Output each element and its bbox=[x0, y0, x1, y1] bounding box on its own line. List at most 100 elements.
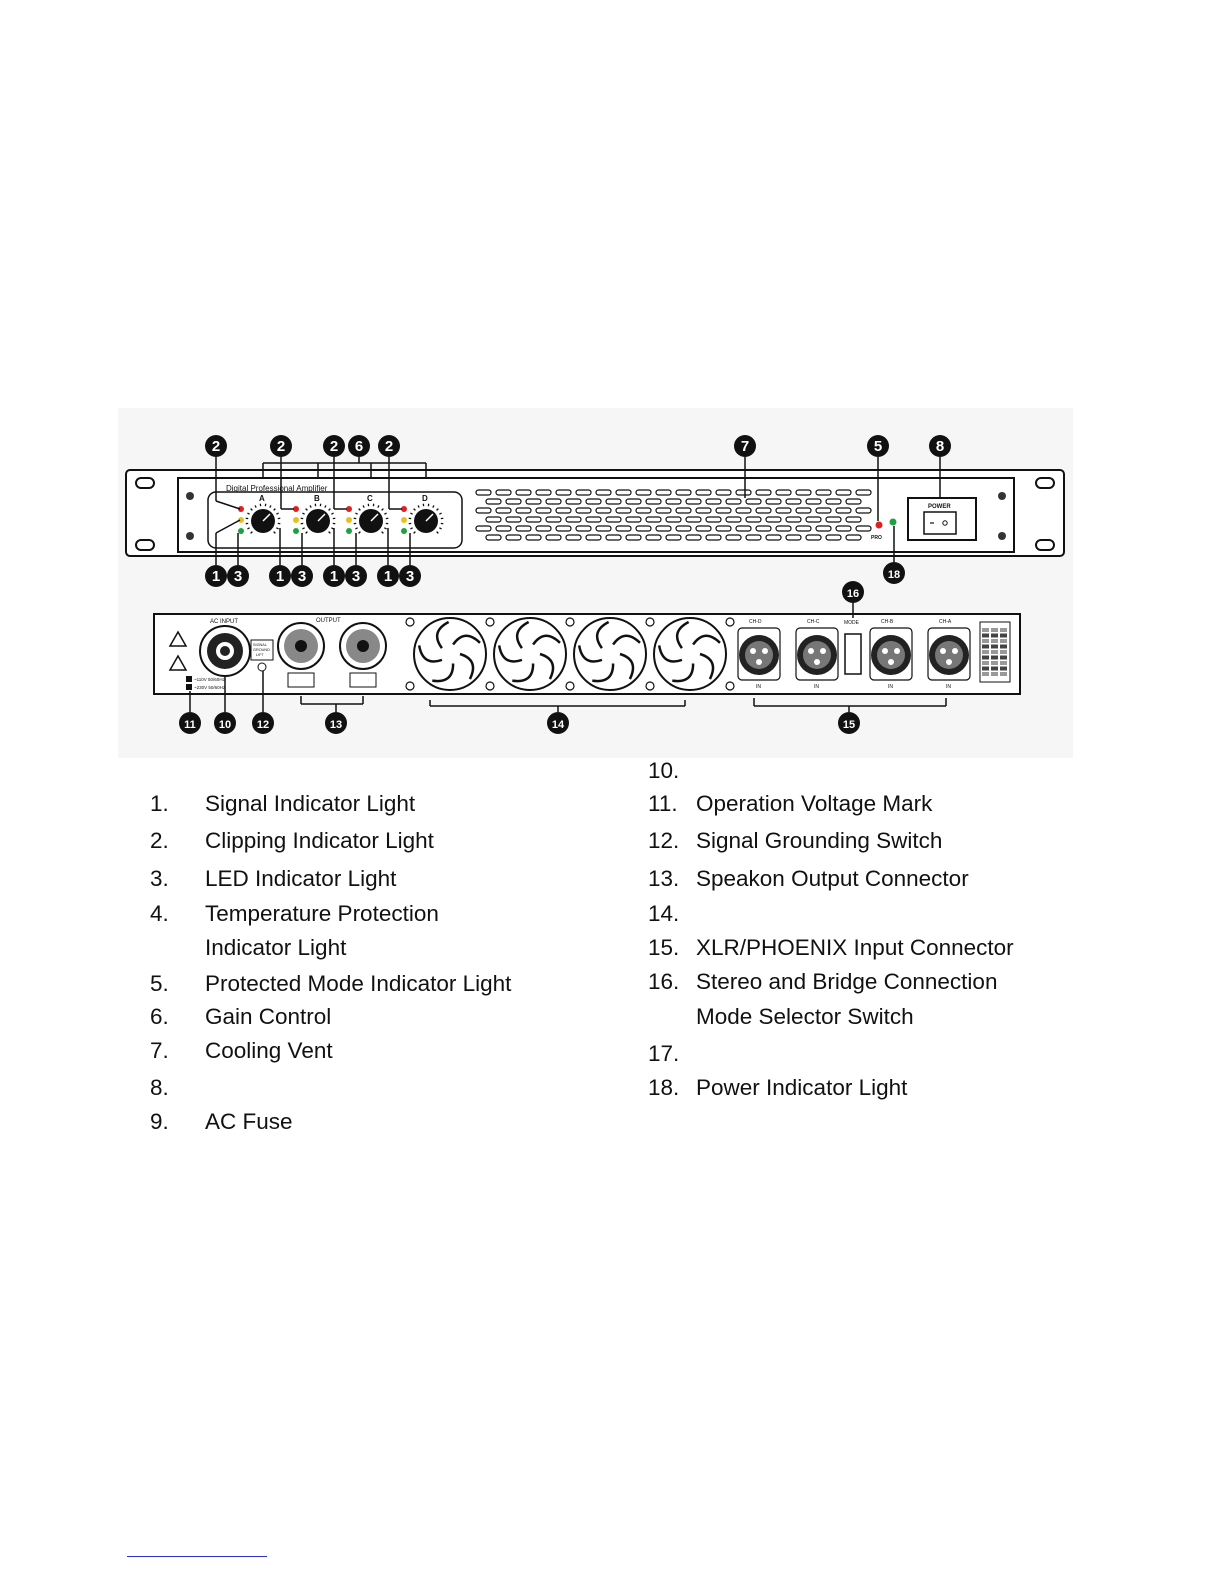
vent-slot bbox=[595, 489, 612, 496]
vent-slot bbox=[625, 498, 642, 505]
vent-slot bbox=[705, 516, 722, 523]
legend-text: Indicator Light bbox=[205, 935, 347, 960]
vent-slot bbox=[545, 516, 562, 523]
vent-slot bbox=[735, 489, 752, 496]
vent-slot bbox=[575, 489, 592, 496]
legend-number: 7. bbox=[150, 1038, 169, 1063]
callout-3: 3 bbox=[399, 565, 421, 587]
vent-slot bbox=[625, 516, 642, 523]
legend-text: Signal Indicator Light bbox=[205, 791, 416, 816]
clip-led bbox=[401, 506, 407, 512]
vent-slot bbox=[605, 534, 622, 541]
vent-slot bbox=[785, 498, 802, 505]
legend-number: 6. bbox=[150, 1004, 169, 1029]
ac-input-label: AC INPUT bbox=[210, 619, 238, 625]
vent-slot bbox=[765, 498, 782, 505]
vent-slot bbox=[845, 498, 862, 505]
vent-slot bbox=[825, 534, 842, 541]
warning-icon bbox=[168, 630, 188, 647]
svg-text:8: 8 bbox=[936, 438, 944, 455]
voltage-label-110: ~110V 50/60Hz bbox=[194, 677, 226, 682]
vent-slot bbox=[495, 489, 512, 496]
vent-slot bbox=[795, 507, 812, 514]
in-label: IN bbox=[756, 684, 761, 690]
clip-led bbox=[346, 506, 352, 512]
vent-slot bbox=[505, 516, 522, 523]
vent-slot bbox=[475, 489, 492, 496]
vent-slot bbox=[725, 516, 742, 523]
vent-slot bbox=[725, 534, 742, 541]
xlr-channel-label: CH-B bbox=[881, 619, 894, 625]
led-indicator bbox=[346, 528, 352, 534]
footer-line bbox=[127, 1556, 267, 1557]
xlr-channel-label: CH-D bbox=[749, 619, 762, 625]
svg-text:11: 11 bbox=[184, 719, 196, 731]
vent-slot bbox=[635, 489, 652, 496]
vent-slot bbox=[775, 507, 792, 514]
vent-slot bbox=[835, 525, 852, 532]
legend-text: Clipping Indicator Light bbox=[205, 828, 434, 853]
vent-slot bbox=[765, 534, 782, 541]
vent-slot bbox=[715, 489, 732, 496]
legend-left: 1. Signal Indicator Light 2. Clipping Indic… bbox=[150, 0, 610, 1585]
legend-text: Gain Control bbox=[205, 1004, 332, 1029]
vent-slot bbox=[765, 516, 782, 523]
legend-text: Protected Mode Indicator Light bbox=[205, 971, 512, 996]
svg-text:3: 3 bbox=[352, 568, 360, 585]
vent-slot bbox=[685, 516, 702, 523]
vent-slot bbox=[675, 489, 692, 496]
callout-2: 2 bbox=[323, 435, 345, 457]
legend-number: 4. bbox=[150, 901, 169, 926]
vent-slot bbox=[535, 489, 552, 496]
callout-16: 16 bbox=[842, 581, 864, 603]
vent-slot bbox=[485, 516, 502, 523]
vent-slot bbox=[545, 534, 562, 541]
callout-1: 1 bbox=[205, 565, 227, 587]
vent-slot bbox=[725, 498, 742, 505]
vent-slot bbox=[515, 525, 532, 532]
led-indicator bbox=[293, 528, 299, 534]
in-label: IN bbox=[814, 684, 819, 690]
vent-slot bbox=[715, 507, 732, 514]
mode-label: MODE bbox=[844, 620, 860, 626]
vent-slot bbox=[745, 534, 762, 541]
vent-slot bbox=[695, 525, 712, 532]
sig-ground-2: GROUND bbox=[253, 648, 270, 652]
legend-text: Temperature Protection bbox=[205, 901, 439, 926]
vent-slot bbox=[605, 498, 622, 505]
legend-number: 1. bbox=[150, 791, 169, 816]
vent-slot bbox=[475, 507, 492, 514]
legend-number: 9. bbox=[150, 1109, 169, 1134]
vent-slot bbox=[645, 516, 662, 523]
output-label: OUTPUT bbox=[316, 618, 341, 624]
callout-3: 3 bbox=[227, 565, 249, 587]
channel-label: D bbox=[422, 494, 428, 503]
vent-slot bbox=[565, 534, 582, 541]
legend-number: 14. bbox=[648, 901, 680, 926]
vent-slot bbox=[755, 489, 772, 496]
in-label: IN bbox=[888, 684, 893, 690]
vent-slot bbox=[785, 534, 802, 541]
svg-text:14: 14 bbox=[552, 719, 565, 731]
legend-number: 12. bbox=[648, 828, 680, 853]
callout-3: 3 bbox=[291, 565, 313, 587]
svg-text:1: 1 bbox=[212, 568, 220, 585]
vent-slot bbox=[775, 525, 792, 532]
callout-1: 1 bbox=[269, 565, 291, 587]
callout-1: 1 bbox=[323, 565, 345, 587]
svg-text:1: 1 bbox=[330, 568, 338, 585]
svg-text:1: 1 bbox=[384, 568, 392, 585]
legend-number: 10. bbox=[648, 758, 680, 783]
svg-text:18: 18 bbox=[888, 569, 900, 581]
legend-number: 13. bbox=[648, 866, 680, 891]
vent-slot bbox=[555, 489, 572, 496]
legend-number: 2. bbox=[150, 828, 169, 853]
legend-text: Stereo and Bridge Connection bbox=[696, 969, 998, 994]
vent-slot bbox=[745, 498, 762, 505]
legend-number: 11. bbox=[648, 791, 678, 816]
vent-slot bbox=[535, 507, 552, 514]
vent-slot bbox=[825, 516, 842, 523]
pro-label: PRO bbox=[871, 535, 882, 541]
